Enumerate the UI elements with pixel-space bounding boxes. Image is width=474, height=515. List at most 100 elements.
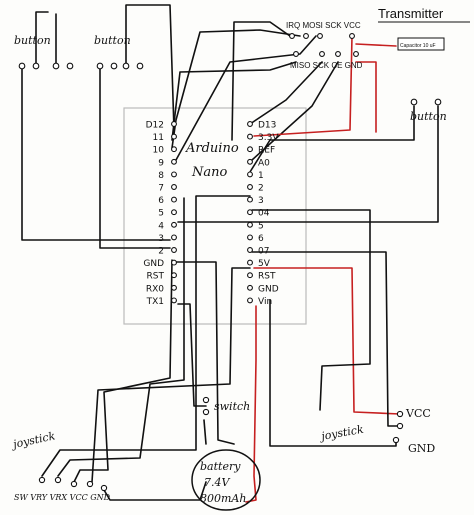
joystick-left-label: joystick <box>9 429 57 451</box>
battery-outline <box>191 449 261 511</box>
button-middle-pin-3 <box>122 62 130 70</box>
wire-left-button-a <box>21 65 171 241</box>
arduino-right-pin-label: 3 <box>258 196 264 206</box>
arduino-left-pin-label: 9 <box>158 158 164 168</box>
button-right-pin-1 <box>410 98 418 106</box>
arduino-right-pin-label: 1 <box>258 171 264 181</box>
wire-switch <box>177 303 207 407</box>
arduino-left-pin <box>171 272 177 279</box>
arduino-right-pin-label: 6 <box>258 234 264 244</box>
radio-top-pin-labels: IRQ MOSI SCK VCC <box>286 21 361 30</box>
joystick-right-pin-gnd <box>396 422 404 430</box>
arduino-nano: Arduino Nano <box>185 141 239 180</box>
arduino-right-pin-label: 3.3V <box>258 133 279 143</box>
wire-radio-mosi <box>171 29 301 149</box>
button-left: button <box>14 34 74 70</box>
battery: battery 7.4V 800mAh <box>191 449 261 511</box>
battery-line2: 7.4V <box>204 476 230 489</box>
arduino-board-outline <box>123 107 307 325</box>
arduino-left-pin <box>171 158 177 165</box>
wire-gnd-rail <box>175 261 235 445</box>
radio-pin-irq <box>289 33 295 39</box>
wire-radio-irq <box>231 21 291 141</box>
joystick-left-pin-sw <box>38 476 46 484</box>
wire-right-button-a <box>249 105 415 173</box>
button-left-pin-2 <box>32 62 40 70</box>
arduino-right-pin <box>247 171 253 178</box>
arduino-right-pin-label: RST <box>258 272 276 282</box>
radio-pin-mosi <box>303 33 309 39</box>
arduino-name-line2: Nano <box>191 165 227 180</box>
wire-radio-sck <box>249 61 323 125</box>
button-middle-pin-4 <box>136 62 144 70</box>
joystick-right-pin-3 <box>392 436 400 444</box>
arduino-right-pin-label: Vin <box>258 297 272 307</box>
arduino-right-pin <box>247 133 253 140</box>
capacitor-label: Capacitor 10 uF <box>400 43 436 49</box>
arduino-left-pin-label: 11 <box>153 133 164 143</box>
arduino-left-pin <box>171 284 177 291</box>
wire-radio-miso <box>171 61 297 141</box>
arduino-left-pin <box>171 184 177 190</box>
arduino-right-pin-label: D13 <box>258 121 276 131</box>
arduino-right-pin <box>247 146 253 153</box>
button-right: button <box>410 98 447 123</box>
arduino-right-pin-label: GND <box>258 284 279 294</box>
arduino-right-pin <box>247 184 253 190</box>
arduino-left-pin <box>171 121 177 127</box>
joystick-right: joystick VCC GND <box>317 407 435 455</box>
radio-pin-ce <box>335 51 341 57</box>
wire-joy-right-b <box>269 299 397 447</box>
wire-joy-right-gnd <box>251 251 401 427</box>
button-middle-pin-1 <box>96 62 104 70</box>
arduino-right-pin-label: REF <box>258 146 275 156</box>
battery-line1: battery <box>200 460 241 473</box>
button-right-pin-2 <box>434 98 442 106</box>
radio-bottom-pin-labels: MISO SCK CE GND <box>290 61 363 70</box>
button-left-pin-1 <box>18 62 26 70</box>
joystick-right-gnd-label: GND <box>408 442 435 455</box>
radio-pin-gnd <box>353 51 359 57</box>
wire-middle-button-a <box>99 65 171 249</box>
switch-pin-1 <box>202 396 210 404</box>
arduino-left-pin <box>171 133 177 140</box>
arduino-right-pin <box>247 259 253 266</box>
arduino-left-pin-label: 2 <box>158 247 164 257</box>
arduino-left-pin-label: 8 <box>158 171 164 181</box>
wire-joy-left-sw <box>41 195 251 477</box>
arduino-left-pin-label: 3 <box>158 234 164 244</box>
arduino-right-pin-label: 2 <box>258 184 264 194</box>
arduino-right-pin <box>247 209 253 216</box>
arduino-left-pin <box>171 171 177 178</box>
capacitor-body <box>397 37 445 51</box>
wire-joy-left-vrx <box>73 259 173 483</box>
power-switch: switch <box>202 396 250 416</box>
arduino-right-pin <box>247 196 253 203</box>
radio-pin-sck <box>319 51 325 57</box>
arduino-left-pin-label: 10 <box>153 146 165 156</box>
arduino-left-pin-label: 4 <box>158 221 164 231</box>
joystick-left-pin-vcc <box>86 480 94 488</box>
arduino-left-pin <box>171 221 177 228</box>
joystick-right-vcc-label: VCC <box>405 407 431 420</box>
battery-line3: 800mAh <box>200 492 246 505</box>
arduino-right-pin-label: A0 <box>258 158 270 168</box>
wire-joy-left-gnd <box>103 481 207 501</box>
arduino-left-pin-label: D12 <box>146 121 164 131</box>
arduino-left-pin <box>171 259 177 266</box>
diagram-title: Transmitter <box>378 6 444 21</box>
joystick-right-label: joystick <box>317 423 365 444</box>
button-left-pin-3 <box>52 62 60 70</box>
wire-right-button-b <box>177 105 439 223</box>
arduino-right-pin-label: 07 <box>258 247 269 257</box>
arduino-left-pin <box>171 209 177 216</box>
switch-label: switch <box>214 400 250 413</box>
button-middle-label: button <box>94 34 131 47</box>
button-middle-pin-2 <box>110 62 118 70</box>
radio-pin-sck-top <box>317 33 323 39</box>
arduino-left-pin-label: 6 <box>158 196 164 206</box>
wire-left-button-b <box>35 11 49 67</box>
